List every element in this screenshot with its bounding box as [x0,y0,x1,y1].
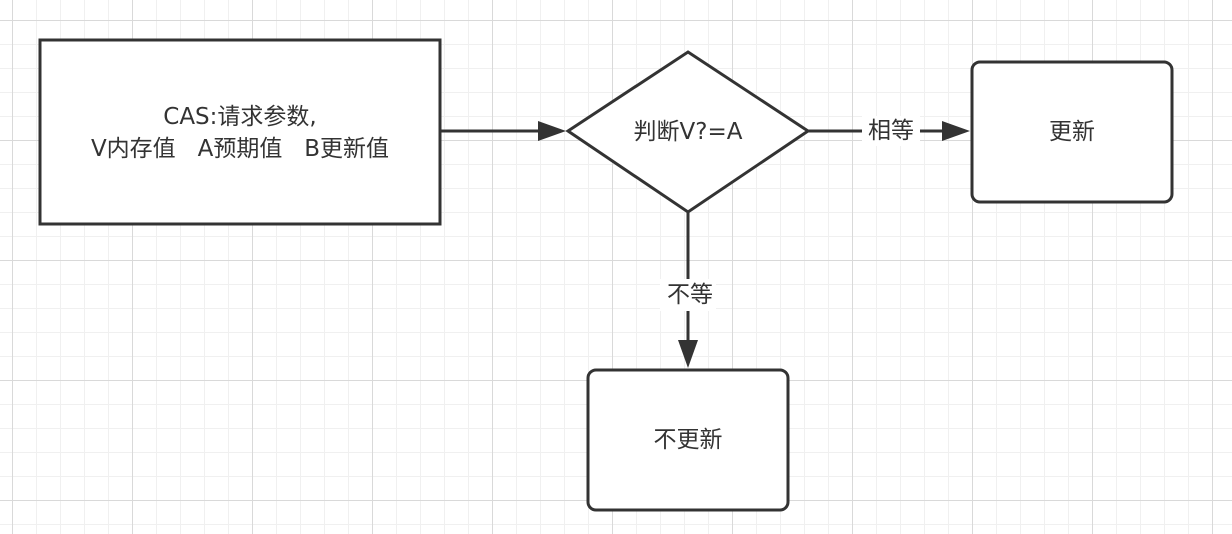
node-cas-request[interactable]: CAS:请求参数, V内存值 A预期值 B更新值 [38,38,442,226]
arrowhead-icon [538,121,566,141]
arrowhead-icon [678,340,698,368]
edge-request-to-decision [441,121,566,141]
edge-label-background [862,116,920,146]
edge-label-background [660,279,716,311]
arrowhead-icon [942,121,970,141]
edge-decision-to-update: 相等 [808,116,970,146]
node-no-update-box [586,368,790,512]
node-decision[interactable]: 判断V?=A [565,50,811,214]
node-cas-request-line1: CAS:请求参数, [163,104,316,130]
node-update[interactable]: 更新 [970,60,1174,204]
node-update-label: 更新 [1049,119,1095,145]
node-decision-diamond [565,50,811,214]
edge-decision-to-no-update: 不等 [660,212,716,368]
node-update-box [970,60,1174,204]
edge-label-not-equal: 不等 [667,282,713,308]
node-no-update-label: 不更新 [654,427,723,453]
node-cas-request-line2: V内存值 A预期值 B更新值 [91,136,389,162]
node-no-update[interactable]: 不更新 [586,368,790,512]
node-cas-request-box [38,38,442,226]
node-decision-label: 判断V?=A [634,119,743,145]
edge-label-equal: 相等 [868,118,914,144]
